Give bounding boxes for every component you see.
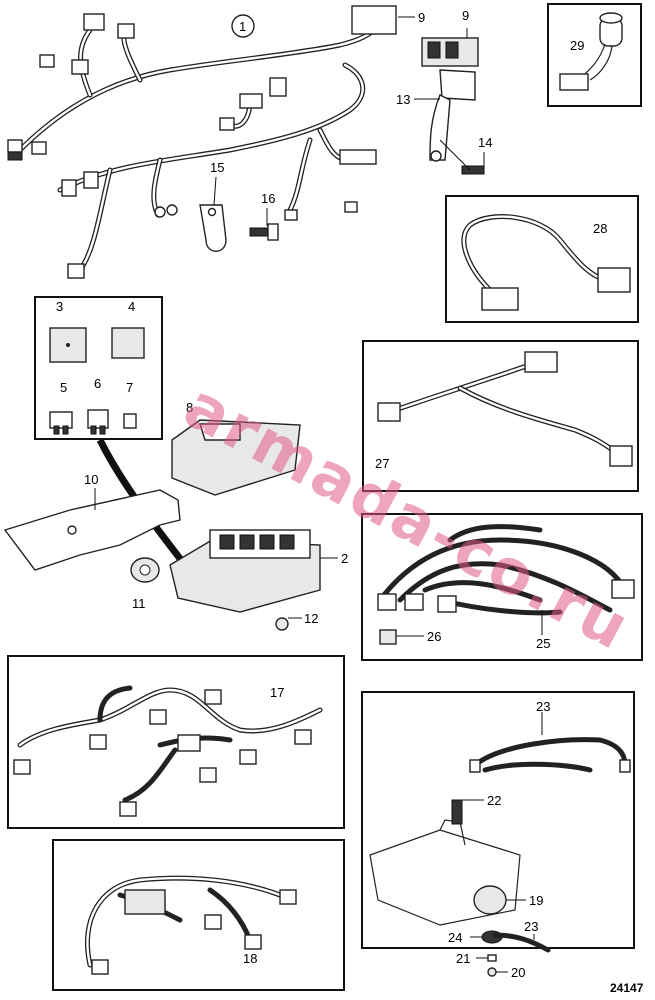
sensor-item-29 [559,12,623,91]
callout-23-lower: 23 [524,919,538,934]
cable-item-27 [377,351,633,467]
box-item-28 [445,195,639,323]
callout-6: 6 [94,376,101,391]
callout-13: 13 [396,92,410,107]
callout-25: 25 [536,636,550,651]
relay-item-4 [111,327,145,359]
washer-item-20 [487,967,497,977]
cable-clamp [199,204,227,252]
cable-item-23-lower [492,932,551,953]
cable-item-28 [461,214,631,311]
pad-item-26 [379,629,397,645]
connector-and-bracket [421,37,485,175]
fuse-item-7 [123,413,137,429]
callout-12: 12 [304,611,318,626]
callout-11: 11 [132,596,146,611]
callout-21: 21 [456,951,470,966]
fuse-item-5 [49,411,73,435]
callout-4: 4 [128,299,135,314]
callout-9-relay-connector: 9 [462,8,469,23]
sensor-item-19 [473,885,507,915]
callout-15: 15 [210,160,224,175]
clamp-bolt [249,223,279,241]
cable-item-25 [377,524,635,616]
bracket-item-10 [3,489,181,571]
screw-item-22 [451,799,463,825]
callout-8: 8 [186,400,193,415]
harness-item-18 [84,875,297,975]
callout-20: 20 [511,965,525,980]
callout-7: 7 [126,380,133,395]
main-wiring-harness [7,5,397,279]
nut-item-21 [487,954,497,962]
callout-5: 5 [60,380,67,395]
reference-number: 24147 [610,981,644,995]
callout-19: 19 [529,893,543,908]
callout-23-upper: 23 [536,699,550,714]
callout-22: 22 [487,793,501,808]
callout-26: 26 [427,629,441,644]
callout-9-harness-connector: 9 [418,10,425,25]
callout-16: 16 [261,191,275,206]
fuse-box-cover-item-8 [171,419,301,496]
cable-item-23-upper [469,737,631,773]
relay-item-3 [49,327,87,363]
fuse-box-item-2 [169,529,321,613]
callout-24: 24 [448,930,462,945]
fuse-item-6 [87,409,109,435]
callout-17: 17 [270,685,284,700]
callout-1: 1 [239,19,246,34]
grommet-item-11 [130,557,160,583]
callout-14: 14 [478,135,492,150]
callout-3: 3 [56,299,63,314]
callout-28: 28 [593,221,607,236]
callout-27: 27 [375,456,389,471]
callout-2: 2 [341,551,348,566]
callout-18: 18 [243,951,257,966]
screw-item-12 [275,617,289,631]
callout-29: 29 [570,38,584,53]
harness-item-17 [13,685,323,817]
box-item-27 [362,340,639,492]
callout-10: 10 [84,472,98,487]
